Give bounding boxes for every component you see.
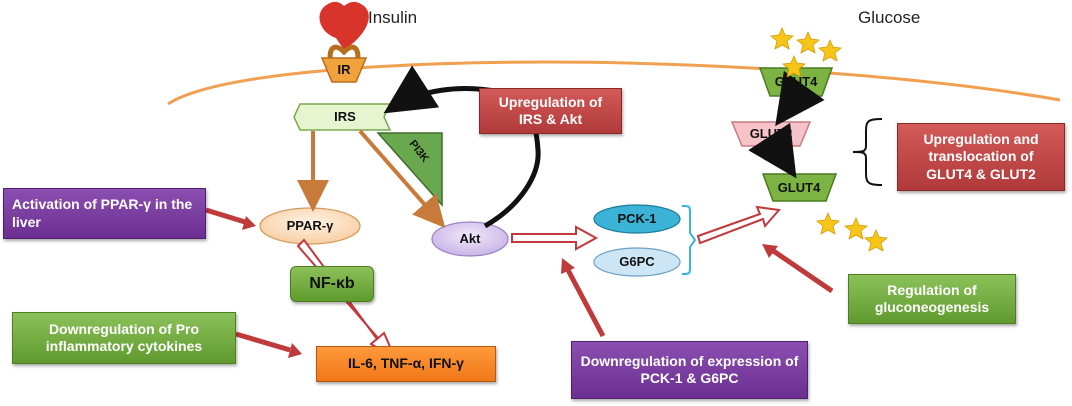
pi3k-shape: [376, 132, 443, 207]
cell-membrane: [167, 60, 1061, 106]
hollow-arrow-akt-to-pck: [511, 225, 599, 251]
glucose-label: Glucose: [858, 8, 921, 27]
glucose-stars-top: [770, 26, 842, 78]
glucose-stars-bottom: [816, 211, 888, 252]
cytokines-box: IL-6, TNF-α, IFN-γ: [316, 346, 496, 382]
glut4-bottom-label: GLUT4: [777, 179, 821, 195]
ir-receptor-icon: [320, 44, 368, 83]
downregulation-pro-box: Downregulation of Pro inflammatory cytok…: [12, 312, 236, 364]
ir-label: IR: [337, 61, 351, 77]
glut2-label: GLUT2: [749, 125, 793, 141]
insulin-label: Insulin: [368, 8, 418, 27]
insulin-icon: [319, 1, 369, 50]
downregulation-expression-box: Downregulation of expression of PCK-1 & …: [571, 341, 808, 399]
glut4-top-label: GLUT4: [774, 73, 818, 89]
activation-ppar-box: Activation of PPAR-γ in the liver: [3, 188, 206, 239]
glut4-bottom-shape: [761, 173, 838, 202]
ppar-label: PPAR-γ: [286, 217, 334, 233]
arrow-glut4-to-glut2: [775, 70, 825, 127]
pck1-label: PCK-1: [617, 210, 657, 226]
upregulation-irs-akt-box: Upregulation of IRS & Akt: [479, 88, 622, 134]
g6pc-label: G6PC: [619, 253, 655, 269]
upregulation-brace: [852, 118, 883, 186]
akt-shape: [431, 221, 509, 257]
hollow-arrow-pck-to-glut: [696, 205, 781, 245]
arrow-irs-to-akt: [358, 129, 446, 229]
arrow-glut2-to-glut4: [748, 122, 797, 179]
irs-label: IRS: [334, 108, 356, 124]
upregulation-glut-box: Upregulation and translocation of GLUT4 …: [897, 123, 1065, 191]
nfkb-box: NF-κb: [290, 266, 374, 302]
pck1-shape: [593, 204, 681, 234]
akt-label: Akt: [459, 230, 481, 246]
red-arrows: [205, 207, 834, 358]
regulation-gluconeogenesis-box: Regulation of gluconeogenesis: [848, 274, 1016, 324]
g6pc-shape: [593, 247, 681, 277]
pck-g6pc-bracket: [681, 205, 697, 275]
